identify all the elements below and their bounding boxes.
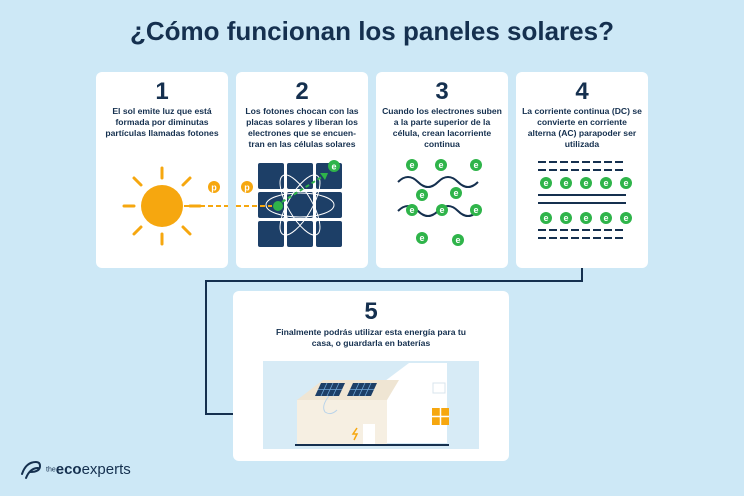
step-number: 1 [155, 78, 169, 105]
electron-dot [540, 177, 552, 189]
step-card-3: 3 Cuando los electrones suben a la parte… [376, 72, 508, 268]
electron-dot [470, 204, 482, 216]
electron-label: e [543, 178, 548, 188]
electron-label: e [623, 213, 628, 223]
electron-label: e [455, 235, 460, 245]
electron-dot [600, 177, 612, 189]
electron-label: e [583, 213, 588, 223]
electron-label: e [473, 205, 478, 215]
step-description: Finalmente podrás utilizar esta energía … [275, 327, 467, 348]
electron-label: e [583, 178, 588, 188]
electron-label: e [438, 160, 443, 170]
electron-label: e [419, 233, 424, 243]
electron-label: e [623, 178, 628, 188]
step-number: 2 [295, 78, 309, 105]
electron-dot [416, 232, 428, 244]
electron-dot [580, 212, 592, 224]
ecoexperts-logo-icon [21, 460, 42, 479]
electron-dot [560, 212, 572, 224]
electron-label: e [439, 205, 444, 215]
photon-label: p [211, 183, 217, 193]
electron-label: e [331, 162, 336, 172]
electron-dot [436, 204, 448, 216]
photon-label: p [244, 183, 250, 193]
electron-dot [452, 234, 464, 246]
electron-dot [620, 177, 632, 189]
house-icon [263, 361, 479, 449]
electron-dot [620, 212, 632, 224]
electron-label: e [419, 190, 424, 200]
electron-dot [435, 159, 447, 171]
electron-label: e [473, 160, 478, 170]
step-card-2: 2 Los fotones chocan con las placas sola… [236, 72, 368, 268]
electron-dot [540, 212, 552, 224]
electron-dot [580, 177, 592, 189]
step-description: Cuando los electrones suben a la parte s… [382, 106, 502, 149]
sun-icon: p [122, 166, 228, 246]
step-number: 5 [364, 298, 378, 325]
step-number: 3 [435, 78, 449, 105]
logo-brand-bold: eco [55, 461, 82, 478]
step-card-1: 1 El sol emite luz que está formada por … [96, 72, 228, 268]
electron-dot [450, 187, 462, 199]
electron-dot [560, 177, 572, 189]
brand-logo-text: theecoexperts [46, 461, 131, 478]
logo-brand-rest: experts [81, 461, 131, 478]
page-title: ¿Cómo funcionan los paneles solares? [130, 16, 614, 46]
electron-label: e [563, 178, 568, 188]
electron-dot [406, 159, 418, 171]
electron-label: e [543, 213, 548, 223]
logo-prefix: the [46, 466, 56, 474]
solar-cell-icon: p e [236, 160, 342, 247]
electron-label: e [603, 178, 608, 188]
electron-label: e [409, 205, 414, 215]
electron-label: e [409, 160, 414, 170]
electron-dot [470, 159, 482, 171]
step-number: 4 [575, 78, 589, 105]
step-description: La corriente continua (DC) se convierte … [522, 106, 642, 149]
step-description: El sol emite luz que está formada por di… [105, 106, 219, 138]
current-lines-icon: e e e e e e e e e e [538, 161, 632, 239]
step-card-4: 4 La corriente continua (DC) se conviert… [516, 72, 648, 268]
electron-label: e [603, 213, 608, 223]
electron-label: e [563, 213, 568, 223]
step-description: Los fotones chocan con las placas solare… [245, 106, 359, 149]
electron-dot [416, 189, 428, 201]
electron-dot [406, 204, 418, 216]
step-card-5: 5 Finalmente podrás utilizar esta energí… [233, 291, 509, 461]
electron-dot [600, 212, 612, 224]
electron-label: e [453, 188, 458, 198]
